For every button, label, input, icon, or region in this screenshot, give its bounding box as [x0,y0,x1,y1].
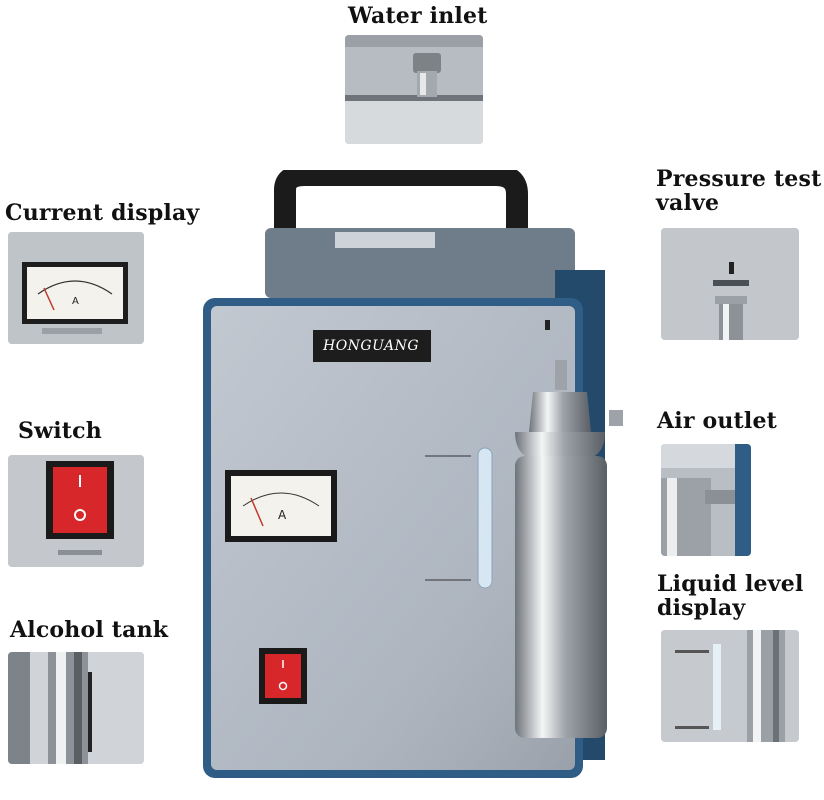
current-display-label: Current display [5,200,200,226]
water-inlet-photo [345,35,483,144]
switch-photo [8,455,144,567]
current-display-photo: A [8,232,144,344]
air-outlet-photo [661,444,751,556]
water-inlet-label: Water inlet [348,3,488,29]
svg-text:A: A [72,296,79,307]
pressure-test-valve-label-line1: Pressure test [656,166,822,192]
brand-nameplate: HONGUANG [323,338,420,354]
pressure-test-valve-label-line2: valve [656,190,720,216]
carry-handle [274,164,528,260]
pressure-test-valve-photo [661,228,799,340]
air-outlet-label: Air outlet [657,408,778,434]
hydrogen-machine: HONGUANG A [195,164,635,795]
alcohol-tank-photo [8,652,144,764]
liquid-level-display-label-line1: Liquid level [657,571,804,597]
alcohol-tank-label: Alcohol tank [10,617,169,643]
ammeter-unit: A [278,508,287,522]
switch-label: Switch [18,418,102,444]
liquid-level-display-label-line2: display [657,595,746,621]
liquid-level-display-label: Liquid level display [657,572,804,620]
pressure-test-valve-label: Pressure test valve [656,167,821,215]
liquid-level-display-photo [661,630,799,742]
